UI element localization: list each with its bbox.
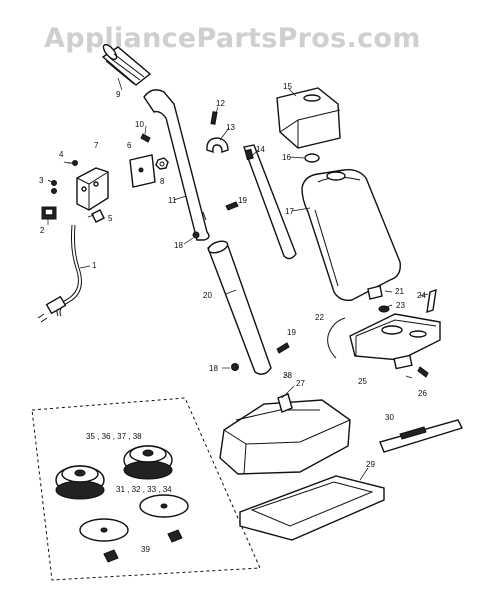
- part-power-cord[interactable]: [37, 224, 82, 323]
- part-tank[interactable]: [301, 168, 401, 302]
- callout-29: 29: [366, 460, 375, 469]
- callout-15: 15: [283, 82, 292, 91]
- part-screw-10[interactable]: [140, 133, 151, 143]
- callout-6: 6: [127, 141, 132, 150]
- callout-24: 24: [417, 291, 426, 300]
- callout-30: 30: [385, 413, 394, 422]
- part-cord-hook[interactable]: [243, 144, 297, 260]
- watermark-text: AppliancePartsPros.com: [44, 23, 421, 54]
- part-screw-19b[interactable]: [276, 342, 290, 354]
- callout-8: 8: [160, 177, 165, 186]
- callout-20: 20: [203, 291, 212, 300]
- part-screw-18b[interactable]: [231, 363, 239, 371]
- part-upper-handle[interactable]: [143, 89, 210, 241]
- part-base-housing[interactable]: [219, 399, 351, 475]
- callout-12: 12: [216, 99, 225, 108]
- part-screws-small[interactable]: [51, 160, 78, 194]
- callout-4: 4: [59, 150, 64, 159]
- callout-31-34: 31 , 32 , 33 , 34: [116, 485, 172, 494]
- callout-7: 7: [94, 141, 99, 150]
- callout-25: 25: [358, 377, 367, 386]
- part-screw-26[interactable]: [417, 366, 429, 378]
- callout-16: 16: [282, 153, 291, 162]
- part-switch[interactable]: [41, 206, 57, 220]
- part-pad-right[interactable]: [139, 494, 189, 518]
- callout-9: 9: [116, 90, 121, 99]
- part-clip[interactable]: [206, 137, 229, 154]
- part-screw-18a[interactable]: [192, 231, 200, 239]
- part-spring-clip[interactable]: [426, 288, 437, 314]
- part-screw-12[interactable]: [210, 111, 218, 125]
- part-tray[interactable]: [239, 475, 385, 541]
- accessory-kit-box: [31, 397, 261, 581]
- part-seal[interactable]: [378, 305, 390, 313]
- callout-26: 26: [418, 389, 427, 398]
- part-valve[interactable]: [367, 285, 383, 300]
- callout-39: 39: [141, 545, 150, 554]
- callout-27: 27: [296, 379, 305, 388]
- callout-19b: 19: [287, 328, 296, 337]
- part-nut[interactable]: [155, 157, 169, 170]
- callout-labels: 9 10 6 8 11 12 13 14 15 16 17 19 18 20 1…: [39, 82, 427, 554]
- callout-18a: 18: [174, 241, 183, 250]
- part-cap[interactable]: [304, 153, 320, 163]
- callout-2: 2: [40, 226, 45, 235]
- part-pad-left[interactable]: [79, 518, 129, 542]
- part-plate[interactable]: [129, 154, 156, 188]
- callout-14: 14: [256, 145, 265, 154]
- part-screw-19a[interactable]: [225, 201, 239, 211]
- callout-11: 11: [168, 196, 177, 205]
- part-scrub-bar[interactable]: [379, 419, 463, 453]
- callout-17: 17: [285, 207, 294, 216]
- part-handle-grip[interactable]: [101, 43, 152, 86]
- callout-3: 3: [39, 176, 44, 185]
- part-pump-housing[interactable]: [349, 313, 441, 370]
- part-tank-lid[interactable]: [276, 87, 341, 149]
- callout-19a: 19: [238, 196, 247, 205]
- part-strain-relief[interactable]: [91, 209, 105, 223]
- callout-10: 10: [135, 120, 144, 129]
- leader-lines: [47, 77, 429, 481]
- callout-18b: 18: [209, 364, 218, 373]
- callout-13: 13: [226, 123, 235, 132]
- callout-21: 21: [395, 287, 404, 296]
- callout-1: 1: [92, 261, 97, 270]
- part-brush-left[interactable]: [55, 465, 105, 500]
- part-hose[interactable]: [327, 317, 346, 359]
- callout-35-38: 35 , 36 , 37 , 38: [86, 432, 142, 441]
- part-brush-right[interactable]: [123, 445, 173, 480]
- part-switch-bracket[interactable]: [76, 167, 109, 211]
- part-pad-driver[interactable]: [103, 529, 183, 563]
- callout-5: 5: [108, 214, 113, 223]
- callout-23: 23: [396, 301, 405, 310]
- callout-28: 28: [283, 371, 292, 380]
- callout-22: 22: [315, 313, 324, 322]
- part-lower-handle[interactable]: [207, 239, 272, 375]
